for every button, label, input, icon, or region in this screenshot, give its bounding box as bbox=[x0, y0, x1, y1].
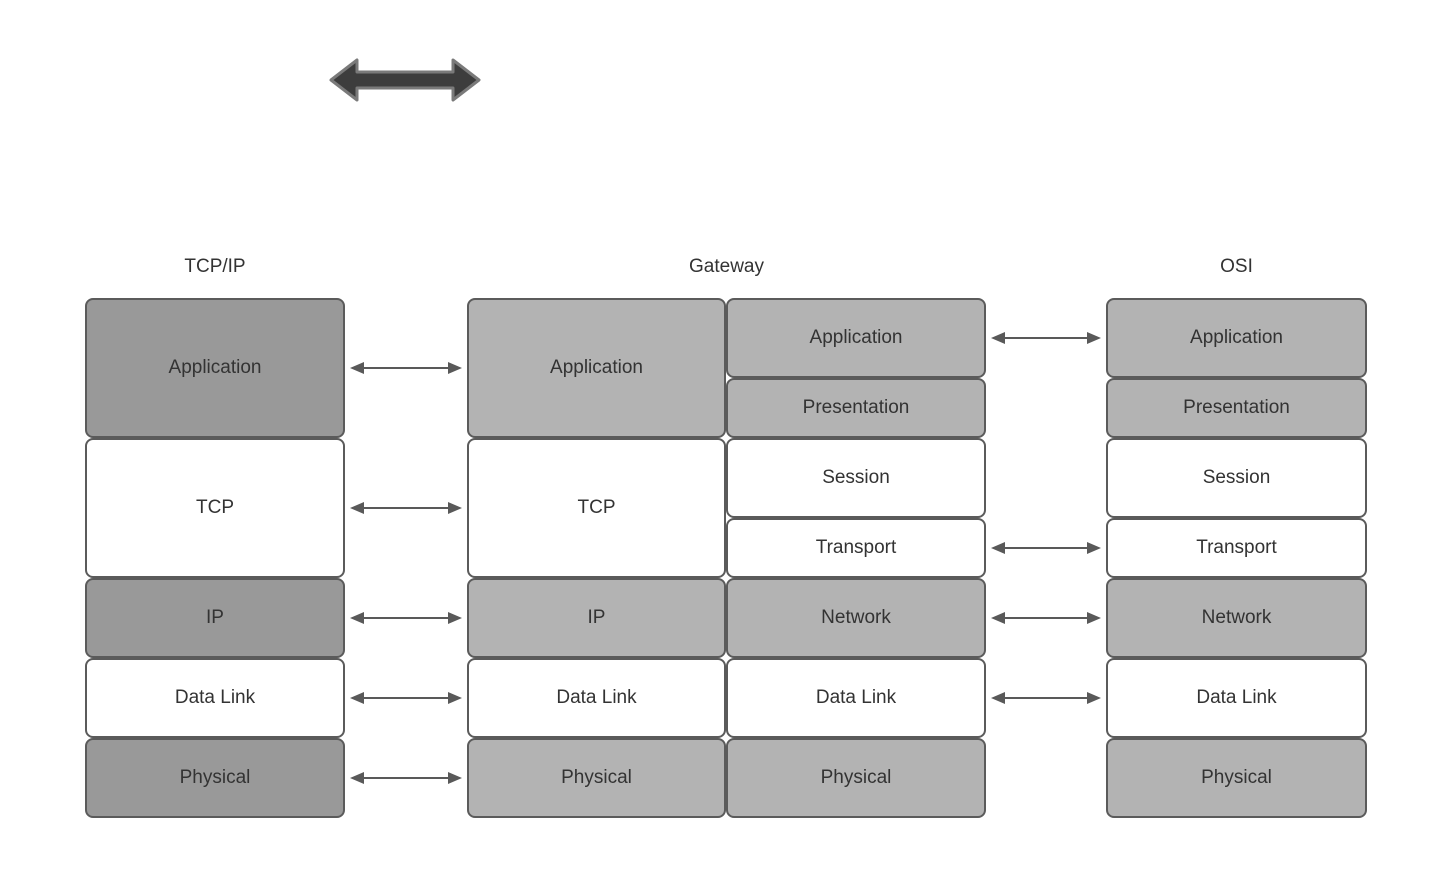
arrow-tcpip-gateway-physical bbox=[350, 772, 462, 784]
gateway-left-stack: Application TCP IP Data Link Physical bbox=[467, 298, 726, 818]
layer-label: IP bbox=[206, 607, 224, 628]
gateway-right-transport-box: Transport bbox=[726, 518, 986, 578]
gateway-column-header: Gateway bbox=[689, 256, 764, 277]
arrow-gateway-osi-application bbox=[991, 332, 1101, 344]
layer-label: Application bbox=[1190, 327, 1283, 348]
tcpip-tcp-box: TCP bbox=[85, 438, 345, 578]
layer-label: Transport bbox=[1196, 537, 1277, 558]
layer-label: Presentation bbox=[1183, 397, 1290, 418]
gateway-right-datalink-box: Data Link bbox=[726, 658, 986, 738]
tcpip-datalink-box: Data Link bbox=[85, 658, 345, 738]
gateway-right-physical-box: Physical bbox=[726, 738, 986, 818]
layer-label: TCP bbox=[196, 497, 234, 518]
osi-session-box: Session bbox=[1106, 438, 1367, 518]
layer-label: Transport bbox=[815, 537, 897, 558]
layer-label: Application bbox=[809, 327, 903, 348]
layer-label: Data Link bbox=[174, 687, 256, 708]
layer-label: Data Link bbox=[1196, 687, 1277, 708]
osi-application-box: Application bbox=[1106, 298, 1367, 378]
arrow-tcpip-gateway-datalink bbox=[350, 692, 462, 704]
layer-label: Physical bbox=[179, 767, 251, 788]
layer-label: Session bbox=[1202, 467, 1271, 488]
gateway-left-physical-box: Physical bbox=[467, 738, 726, 818]
gateway-right-presentation-box: Presentation bbox=[726, 378, 986, 438]
layer-label: Network bbox=[1201, 607, 1272, 628]
layer-label: TCP bbox=[577, 497, 616, 518]
gateway-right-session-box: Session bbox=[726, 438, 986, 518]
layer-label: IP bbox=[587, 607, 606, 628]
gateway-left-ip-box: IP bbox=[467, 578, 726, 658]
arrow-gateway-osi-transport bbox=[991, 542, 1101, 554]
gateway-right-application-box: Application bbox=[726, 298, 986, 378]
layer-label: Application bbox=[550, 357, 643, 378]
gateway-right-network-box: Network bbox=[726, 578, 986, 658]
layer-label: Physical bbox=[820, 767, 892, 788]
osi-network-box: Network bbox=[1106, 578, 1367, 658]
arrow-tcpip-gateway-ip bbox=[350, 612, 462, 624]
layer-label: Physical bbox=[1201, 767, 1272, 788]
tcpip-stack: Application TCP IP Data Link Physical bbox=[85, 298, 345, 818]
osi-physical-box: Physical bbox=[1106, 738, 1367, 818]
thick-double-arrow-icon bbox=[329, 58, 481, 102]
tcpip-column-header: TCP/IP bbox=[184, 256, 246, 277]
gateway-left-application-box: Application bbox=[467, 298, 726, 438]
arrow-tcpip-gateway-application bbox=[350, 362, 462, 374]
layer-label: Network bbox=[821, 607, 891, 628]
gateway-left-datalink-box: Data Link bbox=[467, 658, 726, 738]
gateway-left-tcp-box: TCP bbox=[467, 438, 726, 578]
arrow-gateway-osi-datalink bbox=[991, 692, 1101, 704]
layer-label: Data Link bbox=[815, 687, 897, 708]
osi-stack: Application Presentation Session Transpo… bbox=[1106, 298, 1367, 818]
osi-transport-box: Transport bbox=[1106, 518, 1367, 578]
arrow-tcpip-gateway-tcp bbox=[350, 502, 462, 514]
layer-label: Data Link bbox=[556, 687, 637, 708]
tcpip-ip-box: IP bbox=[85, 578, 345, 658]
tcpip-application-box: Application bbox=[85, 298, 345, 438]
layer-label: Presentation bbox=[802, 397, 910, 418]
layer-label: Physical bbox=[561, 767, 632, 788]
arrow-gateway-osi-network bbox=[991, 612, 1101, 624]
tcpip-physical-box: Physical bbox=[85, 738, 345, 818]
osi-column-header: OSI bbox=[1220, 256, 1253, 277]
layer-label: Session bbox=[822, 467, 890, 488]
osi-datalink-box: Data Link bbox=[1106, 658, 1367, 738]
gateway-right-stack: Application Presentation Session Transpo… bbox=[726, 298, 986, 818]
osi-presentation-box: Presentation bbox=[1106, 378, 1367, 438]
layer-label: Application bbox=[168, 357, 262, 378]
